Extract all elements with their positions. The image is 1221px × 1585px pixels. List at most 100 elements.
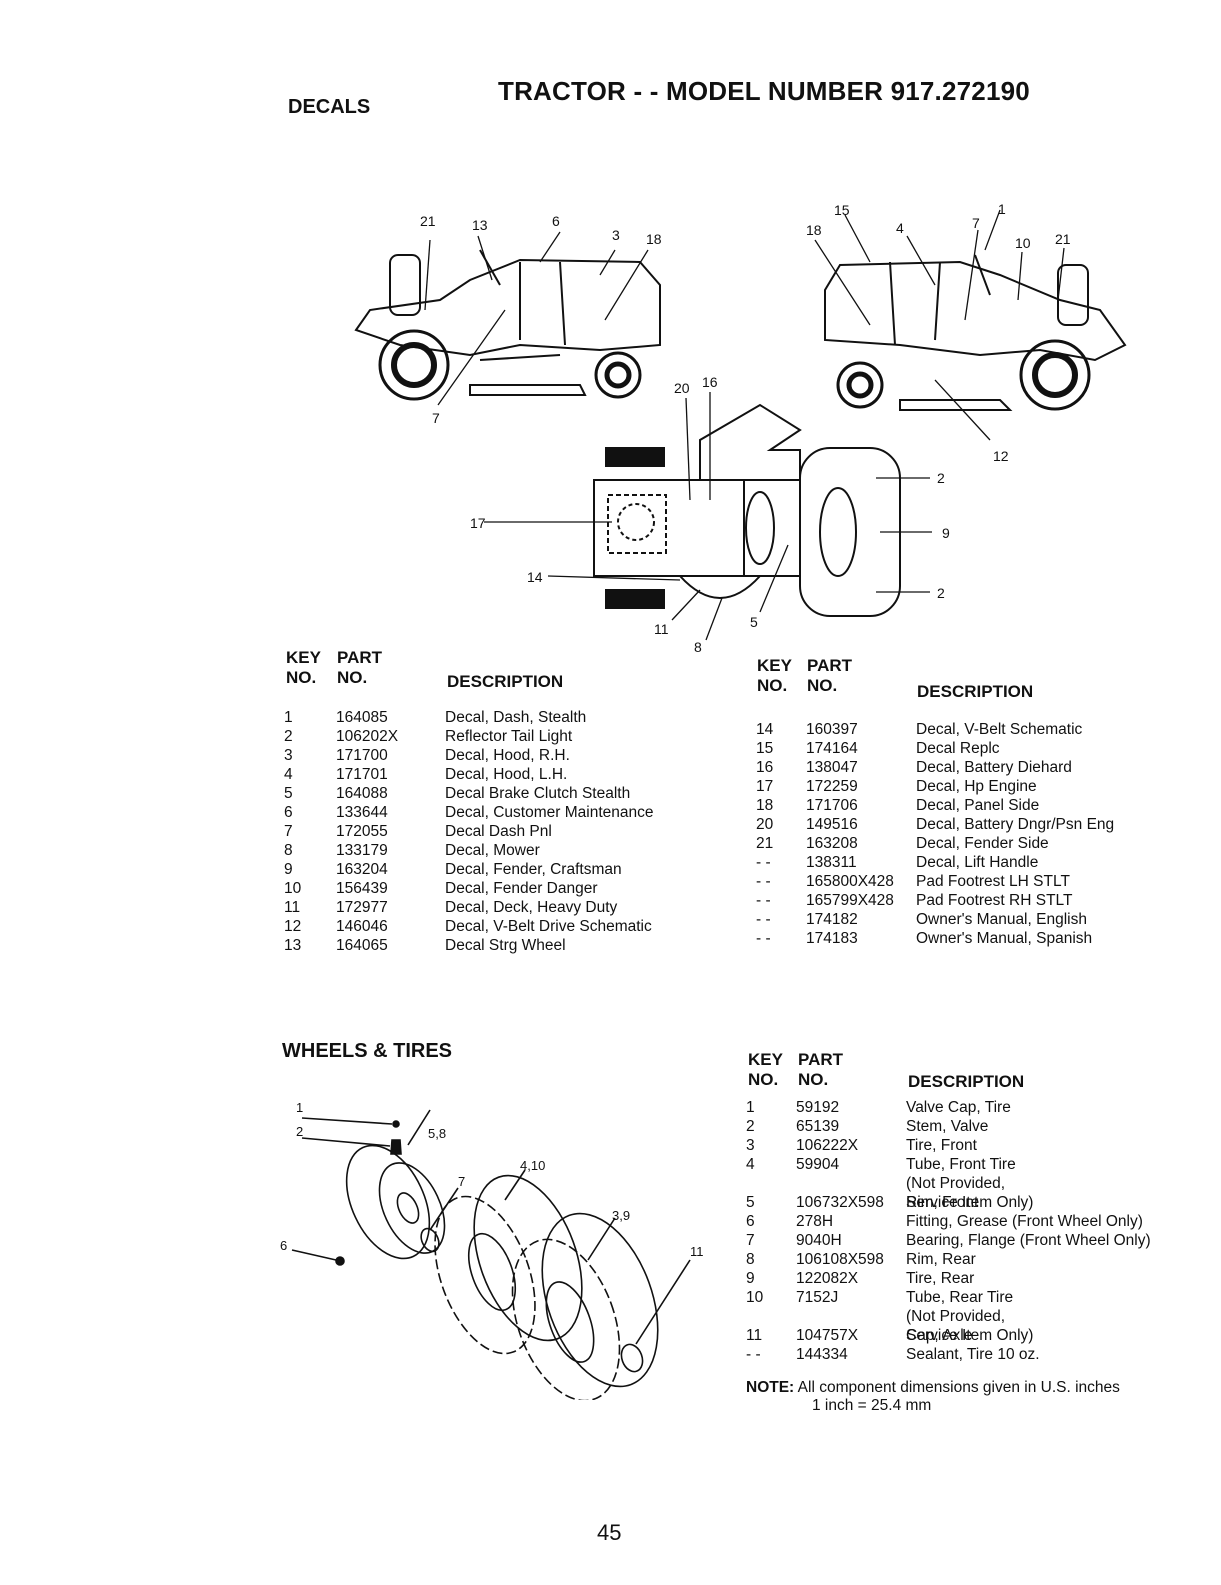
callout-4: 4 — [896, 220, 904, 236]
callout-18-right: 18 — [806, 222, 822, 238]
callout-21-right: 21 — [1055, 231, 1071, 247]
right-header-part: PART — [807, 656, 853, 675]
wheel-callout-7: 7 — [458, 1174, 465, 1189]
callout-16: 16 — [702, 374, 718, 390]
callout-10: 10 — [1015, 235, 1031, 251]
callout-13: 13 — [472, 217, 488, 233]
callout-21-left: 21 — [420, 213, 436, 229]
wheel-callout-11: 11 — [690, 1244, 704, 1259]
left-header-key: KEY — [286, 648, 321, 667]
callout-9: 9 — [942, 525, 950, 541]
wheels-header-part-no: NO. — [798, 1070, 829, 1089]
callout-1: 1 — [998, 201, 1006, 217]
callout-11: 11 — [654, 621, 669, 637]
wheels-note-conversion: 1 inch = 25.4 mm — [812, 1397, 932, 1414]
note-text: All component dimensions given in U.S. i… — [797, 1379, 1120, 1396]
note-label: NOTE: — [746, 1379, 795, 1396]
callout-12: 12 — [993, 448, 1009, 464]
wheel-callout-3-9: 3,9 — [612, 1208, 630, 1223]
left-header-no: NO. — [286, 668, 317, 687]
right-header-no: NO. — [757, 676, 788, 695]
left-header-part: PART — [337, 648, 383, 667]
wheel-callout-1: 1 — [296, 1100, 303, 1115]
tractor-side-view-left — [354, 249, 661, 401]
right-header-part-no: NO. — [807, 676, 838, 695]
right-header-description: DESCRIPTION — [917, 682, 1034, 701]
callout-18-left: 18 — [646, 231, 662, 247]
wheel-callout-6: 6 — [280, 1238, 287, 1253]
page-number: 45 — [597, 1520, 622, 1545]
section-title-wheels: WHEELS & TIRES — [282, 1040, 453, 1062]
wheels-header-key: KEY — [748, 1050, 783, 1069]
wheels-header-description: DESCRIPTION — [908, 1072, 1025, 1091]
callout-3: 3 — [612, 227, 620, 243]
page-title: TRACTOR - - MODEL NUMBER 917.272190 — [498, 76, 1030, 106]
wheels-header-part: PART — [798, 1050, 844, 1069]
wheel-callout-2: 2 — [296, 1124, 303, 1139]
callout-2-bottom: 2 — [937, 585, 945, 601]
callout-2-top: 2 — [937, 470, 945, 486]
left-header-part-no: NO. — [337, 668, 368, 687]
callout-6: 6 — [552, 213, 560, 229]
callout-14: 14 — [527, 569, 543, 585]
callout-8: 8 — [694, 639, 702, 655]
wheels-note: NOTE: All component dimensions given in … — [746, 1378, 1120, 1397]
wheel-callout-5-8: 5,8 — [428, 1126, 446, 1141]
callout-5: 5 — [750, 614, 758, 630]
section-title-decals: DECALS — [288, 96, 371, 118]
tractor-side-view-right — [824, 254, 1127, 411]
right-header-key: KEY — [757, 656, 792, 675]
wheel-callout-4-10: 4,10 — [520, 1158, 545, 1173]
callout-7-left: 7 — [432, 410, 440, 426]
decals-diagram: 21 13 6 3 18 7 15 18 4 7 1 10 21 12 20 1… — [354, 201, 1127, 655]
wheels-header-no: NO. — [748, 1070, 779, 1089]
tractor-top-view — [593, 403, 901, 617]
callout-15: 15 — [834, 202, 850, 218]
left-header-description: DESCRIPTION — [447, 672, 564, 691]
wheels-diagram: 1 2 5,8 6 7 4,10 3,9 11 — [280, 1100, 704, 1400]
callout-20: 20 — [674, 380, 690, 396]
callout-17: 17 — [470, 515, 486, 531]
callout-7-right: 7 — [972, 215, 980, 231]
